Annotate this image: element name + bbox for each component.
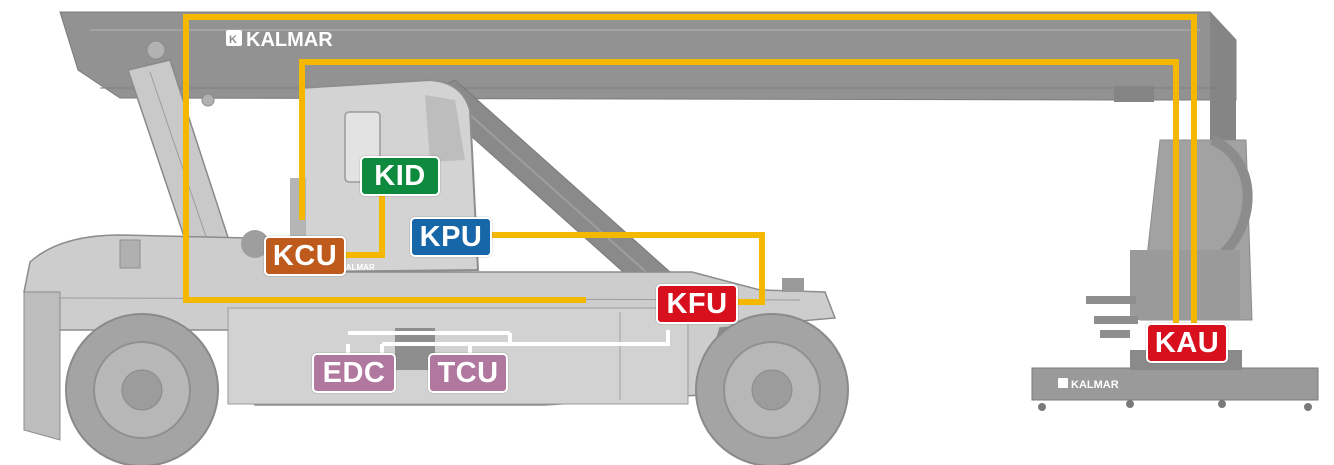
boom-logo-text: KALMAR	[246, 29, 333, 51]
spreader-logo-text: KALMAR	[1071, 379, 1119, 391]
kpu-badge: KPU	[410, 217, 492, 257]
tcu-badge: TCU	[428, 353, 508, 393]
svg-text:K: K	[229, 34, 237, 46]
kfu-badge: KFU	[656, 284, 738, 324]
rear-wheel	[696, 314, 848, 465]
kcu-badge: KCU	[264, 236, 346, 276]
edc-badge: EDC	[312, 353, 396, 393]
kau-badge: KAU	[1146, 323, 1228, 363]
front-wheel	[66, 314, 218, 465]
kid-badge: KID	[360, 156, 440, 196]
